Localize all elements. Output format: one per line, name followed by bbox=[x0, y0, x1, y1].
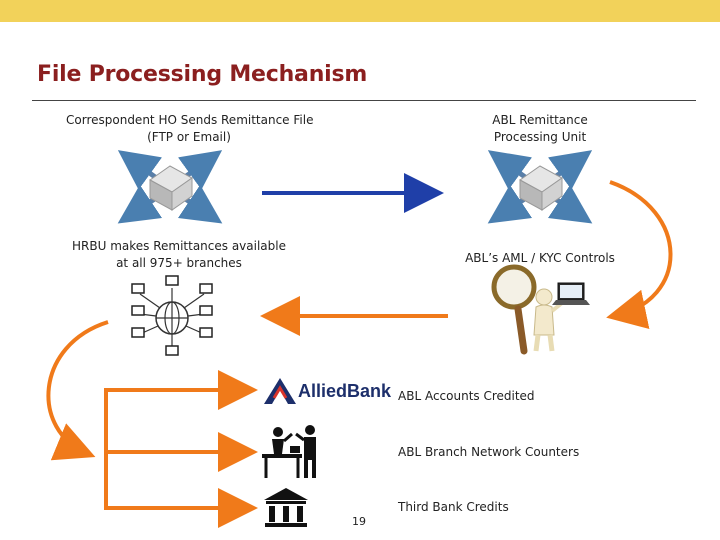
hrbu-label-line1: HRBU makes Remittances available bbox=[72, 239, 286, 253]
hrbu-label-line2: at all 975+ branches bbox=[116, 256, 242, 270]
counter-staff-icon bbox=[262, 425, 316, 478]
top-accent-bar bbox=[0, 0, 720, 22]
branch-network-icon bbox=[131, 275, 213, 356]
allied-bank-logo-text: AlliedBank bbox=[298, 381, 392, 401]
correspondent-label-line2: (FTP or Email) bbox=[147, 130, 231, 144]
third-bank-label: Third Bank Credits bbox=[398, 500, 509, 514]
hrbu-label: HRBU makes Remittances available at all … bbox=[72, 238, 286, 272]
bank-building-icon bbox=[264, 488, 308, 527]
distribution-bracket bbox=[104, 370, 258, 528]
abl-unit-label: ABL Remittance Processing Unit bbox=[470, 112, 610, 146]
correspondent-label: Correspondent HO Sends Remittance File (… bbox=[66, 112, 314, 146]
magnifier-figure-icon bbox=[491, 264, 590, 355]
abl-unit-label-line2: Processing Unit bbox=[493, 130, 587, 144]
server-hub-icon-left bbox=[117, 150, 223, 224]
correspondent-label-line1: Correspondent HO Sends Remittance File bbox=[66, 113, 314, 127]
accounts-credited-label: ABL Accounts Credited bbox=[398, 389, 535, 403]
orange-curve-arrow-right bbox=[606, 180, 673, 329]
allied-bank-logo: AlliedBank bbox=[264, 378, 392, 404]
branch-counters-label: ABL Branch Network Counters bbox=[398, 445, 580, 459]
server-hub-icon-right bbox=[487, 150, 593, 224]
page-title: File Processing Mechanism bbox=[37, 62, 368, 87]
title-divider bbox=[32, 100, 696, 101]
orange-curve-arrow-left bbox=[46, 320, 109, 461]
aml-label: ABL’s AML / KYC Controls bbox=[465, 251, 615, 265]
page-number: 19 bbox=[352, 515, 366, 528]
abl-unit-label-line1: ABL Remittance bbox=[492, 113, 588, 127]
